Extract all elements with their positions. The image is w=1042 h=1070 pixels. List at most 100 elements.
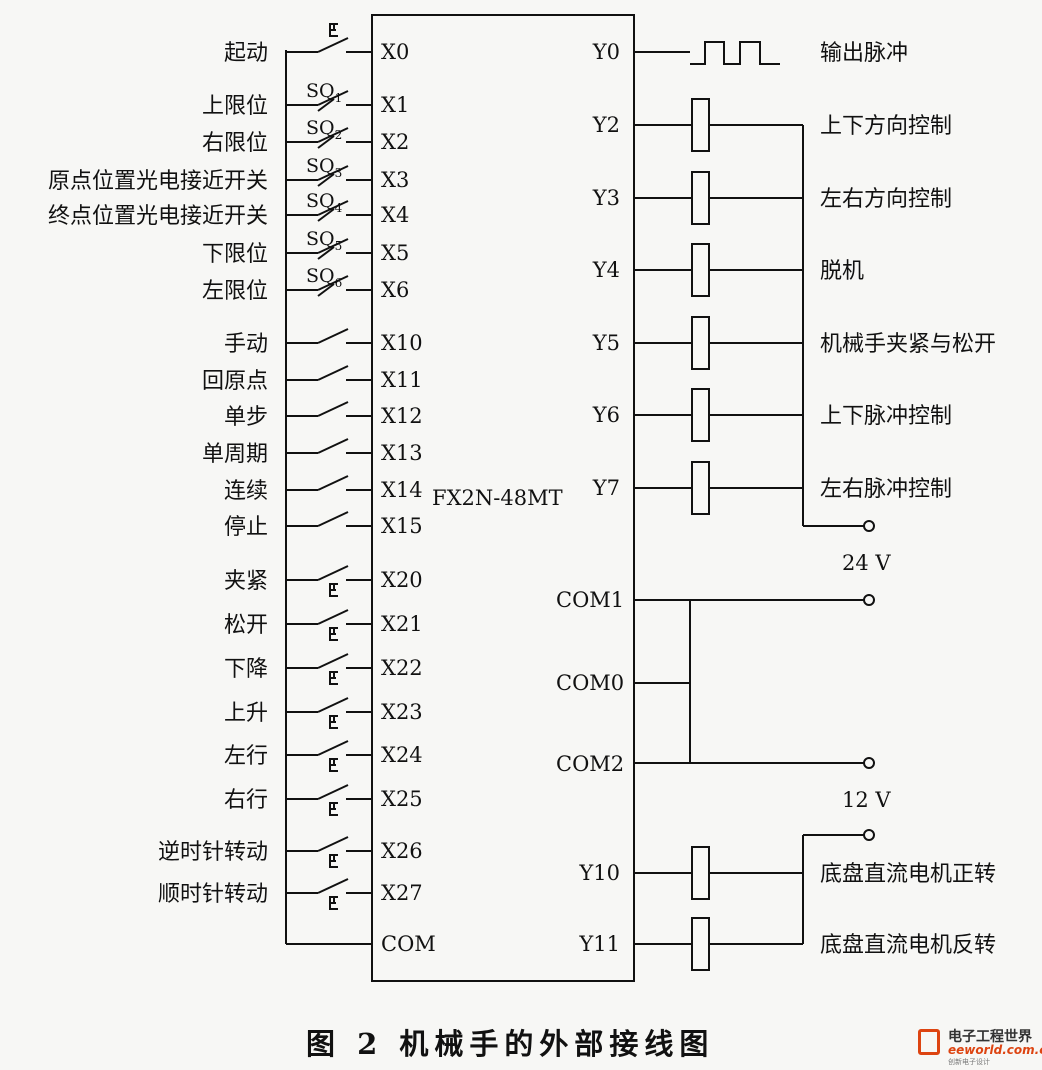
input-device-label: 顺时针转动 <box>158 882 268 907</box>
input-pin-label: X15 <box>381 514 423 538</box>
input-pin-label: X20 <box>381 568 423 592</box>
sensor-tick <box>317 283 335 297</box>
figure-caption: 图 2 机械手的外部接线图 <box>306 1027 714 1061</box>
contact-blade <box>317 511 349 527</box>
input-device-label: 单周期 <box>202 442 268 467</box>
contact-blade <box>317 784 349 800</box>
input-row-x1: X1 上限位 SQ1 <box>202 80 409 119</box>
relay-coil-icon <box>691 388 710 442</box>
contact-blade <box>317 836 349 852</box>
pushbutton-actuator-icon <box>329 627 338 641</box>
output-load-label: 上下方向控制 <box>820 114 952 139</box>
com1-label: COM1 <box>556 588 624 612</box>
input-device-label: 左行 <box>224 744 268 769</box>
input-row-x12: X12 单步 <box>224 401 423 430</box>
input-pin-label: X27 <box>381 881 423 905</box>
input-device-label: 逆时针转动 <box>158 840 268 865</box>
contact-blade <box>317 653 349 669</box>
output-pin-label: Y6 <box>592 403 620 427</box>
sensor-tag: SQ6 <box>306 265 342 290</box>
input-pin-label: X6 <box>381 278 409 302</box>
sensor-tick <box>317 98 335 112</box>
input-row-x26: X26 逆时针转动 <box>158 836 423 868</box>
input-pin-label: X14 <box>381 478 423 502</box>
input-pin-label: X2 <box>381 130 409 154</box>
input-device-label: 终点位置光电接近开关 <box>48 204 268 229</box>
input-device-label: 回原点 <box>202 369 268 394</box>
sensor-tick <box>317 173 335 187</box>
contact-blade <box>317 200 349 216</box>
contact-blade <box>317 365 349 381</box>
contact-blade <box>317 475 349 491</box>
sensor-tick <box>317 246 335 260</box>
pushbutton-actuator-icon <box>329 896 338 910</box>
relay-coil-icon <box>691 316 710 370</box>
relay-coil-icon <box>691 243 710 297</box>
output-pin-label: Y11 <box>578 932 620 956</box>
input-pin-label: X23 <box>381 700 423 724</box>
contact-blade <box>317 238 349 254</box>
input-device-label: 单步 <box>224 405 268 430</box>
output-load-label: 机械手夹紧与松开 <box>820 332 996 357</box>
output-load-label: 脱机 <box>820 259 864 284</box>
contact-blade <box>317 90 349 106</box>
input-device-label: 连续 <box>224 479 268 504</box>
contact-blade <box>317 740 349 756</box>
relay-coil-icon <box>691 917 710 971</box>
input-pin-label: X10 <box>381 331 423 355</box>
plc-model-label: FX2N-48MT <box>432 486 563 510</box>
watermark-line2: eeworld.com.cn <box>948 1043 1042 1057</box>
pushbutton-actuator-icon <box>329 715 338 729</box>
com2-label: COM2 <box>556 752 624 776</box>
contact-blade <box>317 565 349 581</box>
output-load-label: 底盘直流电机正转 <box>820 862 996 887</box>
sensor-tag: SQ5 <box>306 228 342 253</box>
contact-blade <box>317 438 349 454</box>
contact-blade <box>317 609 349 625</box>
input-device-label: 左限位 <box>202 279 268 304</box>
contact-blade <box>317 697 349 713</box>
input-device-label: 上升 <box>224 701 268 726</box>
input-pin-label: X1 <box>381 93 409 117</box>
input-device-label: 夹紧 <box>224 569 268 594</box>
input-row-com: COM <box>286 932 436 956</box>
input-device-label: 原点位置光电接近开关 <box>48 169 268 194</box>
input-pin-label: X4 <box>381 203 409 227</box>
input-pin-label: X12 <box>381 404 423 428</box>
sensor-tag: SQ1 <box>306 80 342 105</box>
com0-label: COM0 <box>556 671 624 695</box>
input-row-x23: X23 上升 <box>224 697 423 729</box>
contact-blade <box>317 401 349 417</box>
input-device-label: 右行 <box>224 788 268 813</box>
relay-coil-icon <box>691 171 710 225</box>
output-load-label: 上下脉冲控制 <box>820 404 952 429</box>
input-pin-label: X11 <box>381 368 423 392</box>
pushbutton-actuator-icon <box>329 23 338 37</box>
contact-blade <box>317 127 349 143</box>
input-pin-label: X3 <box>381 168 409 192</box>
input-pin-label: X5 <box>381 241 409 265</box>
input-device-label: 松开 <box>224 613 268 638</box>
input-device-label: 上限位 <box>202 94 268 119</box>
input-pin-label: COM <box>381 932 436 956</box>
contact-blade <box>317 37 349 53</box>
input-device-label: 停止 <box>224 515 268 540</box>
output-load-label: 左右脉冲控制 <box>820 477 952 502</box>
pushbutton-actuator-icon <box>329 671 338 685</box>
input-pin-label: X26 <box>381 839 423 863</box>
supply-12v-label: 12 V <box>842 788 891 812</box>
watermark-line3: 创新电子设计 <box>948 1058 990 1066</box>
sensor-tag: SQ4 <box>306 190 343 215</box>
